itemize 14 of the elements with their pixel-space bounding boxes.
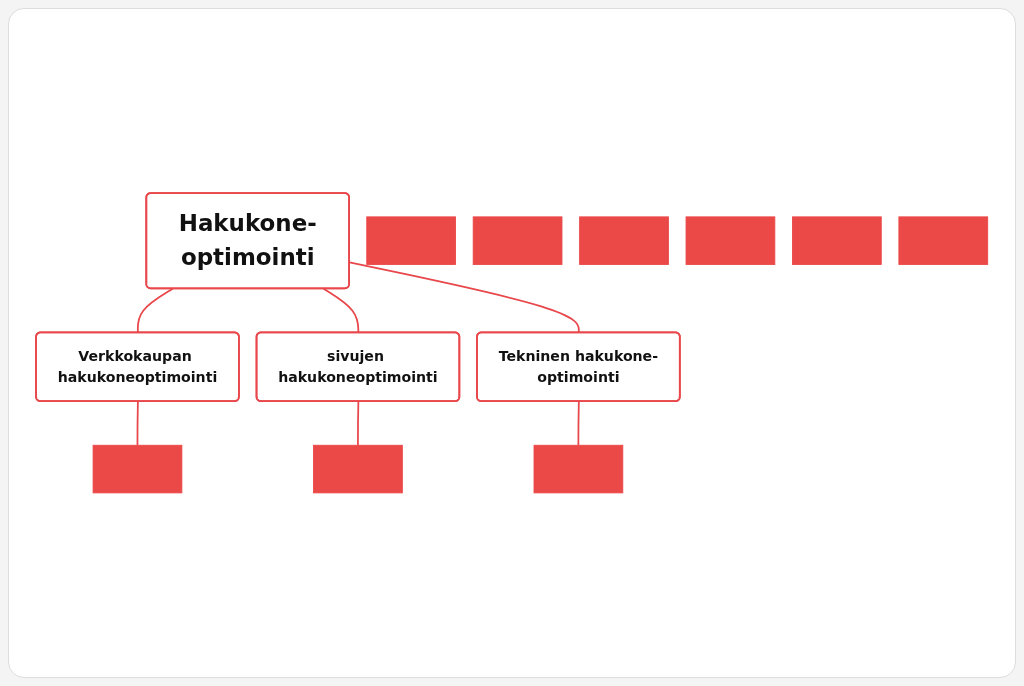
node-box bbox=[579, 216, 669, 265]
node-box bbox=[313, 444, 403, 494]
connector bbox=[136, 400, 139, 447]
node-box bbox=[898, 216, 989, 265]
node-box bbox=[366, 216, 457, 265]
connector bbox=[137, 287, 174, 334]
node-box bbox=[685, 216, 776, 265]
node-box bbox=[533, 444, 624, 494]
connector bbox=[357, 400, 360, 447]
node-box bbox=[472, 216, 563, 265]
connector bbox=[322, 287, 360, 334]
node-box bbox=[92, 444, 183, 494]
connector bbox=[577, 400, 580, 447]
node-box bbox=[792, 216, 882, 265]
